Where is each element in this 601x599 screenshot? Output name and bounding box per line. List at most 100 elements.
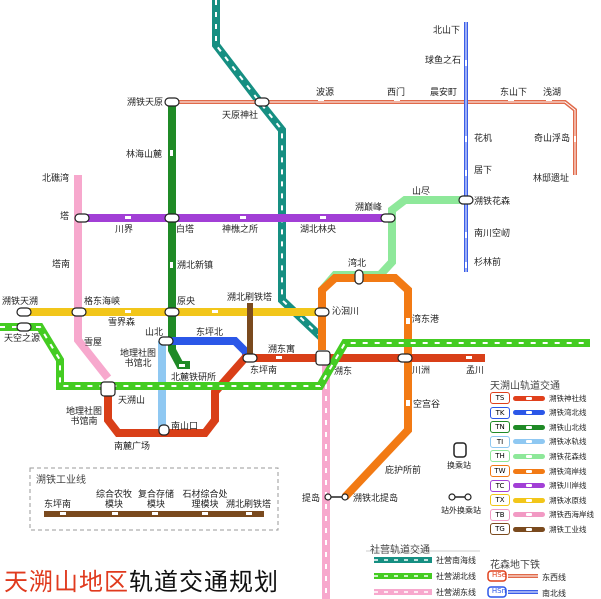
legend-line-name: 溯铁工业线	[549, 524, 587, 534]
station-label: 林邸遗址	[533, 174, 570, 184]
station-label: 地理社图书馆北	[119, 349, 156, 369]
legend-line-swatch	[513, 453, 545, 459]
station-dots	[125, 60, 576, 476]
station-label: 南川空屻	[474, 229, 511, 239]
station-label: 孟川	[466, 366, 485, 376]
station-label: 溯北新镇	[177, 261, 214, 271]
legend-line-name: 溯铁冰轨线	[549, 437, 587, 447]
outside-transfer-tidao	[324, 493, 349, 501]
legend-line-code: TX	[490, 494, 510, 507]
station-label: 花机	[474, 134, 493, 144]
station-label: 湾北	[348, 259, 367, 269]
legend-line-name: 溯铁山北线	[549, 422, 587, 432]
station-label: 杉林前	[474, 258, 502, 268]
station-label: 林海山麓	[126, 150, 163, 160]
station-label: 塔	[60, 212, 70, 222]
station-label: 溯铁天原	[127, 98, 164, 108]
industrial-station: 溯北刷铁塔	[226, 500, 272, 510]
legend-line-name: 溯铁冰原线	[549, 495, 587, 505]
industrial-station: 综合农牧模块	[95, 490, 132, 510]
station-label: 居下	[474, 166, 493, 176]
legend-line-swatch	[513, 424, 545, 430]
station-label: 湾东港	[412, 315, 440, 325]
legend-transfer-label: 换乘站	[447, 461, 471, 470]
legend-private-title: 社营轨道交通	[370, 545, 430, 556]
industrial-box	[29, 467, 279, 531]
legend-subway-name: 东西线	[542, 573, 566, 582]
industrial-station: 复合存储模块	[137, 490, 174, 510]
map-title-region: 天溯山地区	[4, 568, 129, 596]
station-label: 溯铁花森	[474, 197, 511, 207]
station-label: 晨安町	[430, 88, 458, 98]
station-label: 塔南	[52, 260, 71, 270]
station-label: 溯东寓	[268, 345, 296, 355]
station-label: 溯铁北提岛	[353, 494, 399, 504]
map-title: 天溯山地区轨道交通规划	[4, 562, 279, 597]
legend-outside-transfer-label: 站外换乘站	[441, 506, 481, 515]
legend-line-name: 溯铁川岸线	[549, 481, 587, 491]
legend-line-code: TH	[490, 450, 510, 463]
station-label: 东坪北	[196, 328, 224, 338]
line-tk	[172, 337, 250, 358]
industrial-station: 东坪南	[44, 500, 72, 510]
legend-line-swatch	[513, 395, 545, 401]
station-label: 天原神社	[222, 111, 259, 121]
legend-private-name: 社营湖东线	[436, 588, 476, 597]
station-label: 浅湖	[543, 88, 562, 98]
line-private-nanhai	[212, 0, 325, 341]
station-label: 提岛	[302, 494, 321, 504]
line-tw	[318, 274, 412, 500]
station-label: 波源	[316, 88, 335, 98]
legend-line-swatch	[513, 439, 545, 445]
station-marks	[16, 97, 474, 436]
industrial-station: 石材综合处理模块	[182, 490, 228, 510]
legend-line-swatch	[513, 468, 545, 474]
station-label: 庇护所前	[385, 466, 422, 476]
legend-line-code: TB	[490, 508, 510, 521]
legend-line-row: TX 溯铁冰原线	[490, 494, 587, 507]
station-label: 北麓铁研所	[171, 373, 217, 383]
legend-line-swatch	[513, 526, 545, 532]
legend-line-row: TH 溯铁花森线	[490, 450, 587, 463]
legend-transfer-icons	[448, 442, 472, 501]
line-ts	[104, 354, 485, 437]
station-label: 空宫谷	[413, 400, 441, 410]
station-label: 白塔	[176, 225, 195, 235]
station-label: 西门	[387, 88, 406, 98]
legend-subway-bars	[487, 570, 538, 598]
legend-line-code: TW	[490, 465, 510, 477]
legend-private-name: 社营南海线	[436, 556, 476, 565]
legend-subway-name: 南北线	[542, 589, 566, 598]
station-label: 格东海峡	[84, 297, 121, 307]
station-label: 川洲	[412, 366, 431, 376]
legend-subway-code: HSe	[491, 571, 506, 579]
station-label: 东坪南	[250, 366, 278, 376]
station-label: 沁洄川	[332, 307, 360, 317]
station-label: 溯铁天溯	[2, 297, 39, 307]
legend-private-name: 社营湖北线	[436, 572, 476, 581]
station-label: 川界	[115, 225, 134, 235]
station-label: 溯巅峰	[355, 203, 383, 213]
line-private-hubei	[0, 323, 590, 390]
station-label: 北礁湾	[42, 174, 70, 184]
station-label: 湖北林央	[300, 225, 337, 235]
legend-line-name: 溯铁花森线	[549, 451, 587, 461]
legend-line-name: 溯铁湾岸线	[549, 466, 587, 476]
map-title-suffix: 轨道交通规划	[129, 568, 279, 596]
legend-line-swatch	[513, 512, 545, 518]
station-label: 南麓广场	[114, 442, 151, 452]
station-label: 球鱼之石	[425, 56, 462, 66]
station-label: 溯东	[334, 367, 353, 377]
legend-line-code: TS	[490, 392, 510, 404]
station-label: 神樵之所	[222, 225, 259, 235]
legend-subway-title: 花森地下铁	[490, 560, 540, 571]
line-hse	[172, 100, 577, 175]
legend-line-swatch	[513, 410, 545, 416]
